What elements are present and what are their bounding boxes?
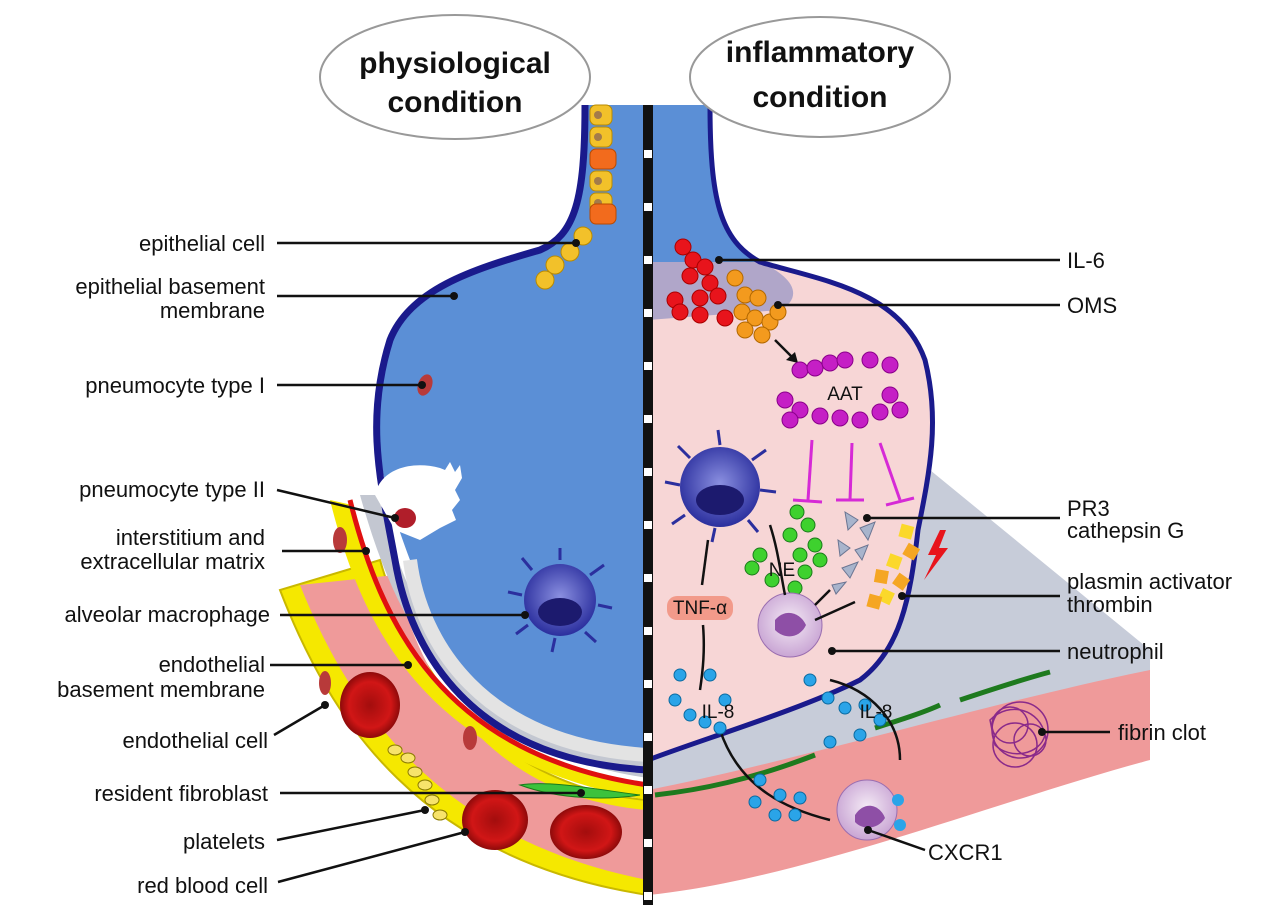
label-cxcr1: CXCR1 <box>864 826 1003 865</box>
label-resident-fibroblast: resident fibroblast <box>94 781 585 806</box>
alveolar-macrophage-cell <box>507 548 613 653</box>
ne-label: NE <box>769 560 795 581</box>
label-endothelial-basement-membrane: endothelial basement membrane <box>57 652 412 702</box>
label-oms: OMS <box>774 293 1117 318</box>
rbc-3 <box>550 805 622 859</box>
aat-inhibition-lines <box>792 439 915 507</box>
platelets-cluster <box>387 744 448 821</box>
left-vessel-lumen <box>300 575 648 880</box>
epithelial-cells <box>535 104 617 290</box>
tnf-alpha-badge <box>667 596 733 620</box>
il-6-molecules <box>666 238 734 327</box>
fibrin-clot-tangle <box>989 701 1049 768</box>
label-endothelial-cell: endothelial cell <box>122 701 329 753</box>
left-labels: epithelial cell epithelial basement memb… <box>57 231 585 898</box>
left-epithelial-basement-line <box>373 104 649 774</box>
svg-text:platelets: platelets <box>183 829 265 854</box>
label-il-6: IL-6 <box>715 248 1105 273</box>
svg-text:CXCR1: CXCR1 <box>928 840 1003 865</box>
plasmin-thrombin-molecules <box>866 523 921 610</box>
svg-text:resident fibroblast: resident fibroblast <box>94 781 268 806</box>
svg-text:fibrin clot: fibrin clot <box>1118 720 1206 745</box>
left-vessel-inner-endothelium <box>330 500 648 800</box>
rbc-1 <box>340 672 400 738</box>
rbc-2 <box>462 790 528 850</box>
label-epithelial-basement-membrane: epithelial basement membrane <box>75 274 458 323</box>
svg-text:basement membrane: basement membrane <box>57 677 265 702</box>
svg-text:endothelial: endothelial <box>159 652 265 677</box>
svg-text:membrane: membrane <box>160 298 265 323</box>
label-epithelial-cell: epithelial cell <box>139 231 580 256</box>
right-epithelial-basement-line <box>647 104 936 763</box>
svg-text:red blood cell: red blood cell <box>137 873 268 898</box>
right-labels: IL-6 OMS PR3 cathepsin G plasmin activat… <box>715 248 1232 865</box>
svg-text:thrombin: thrombin <box>1067 592 1153 617</box>
title-inflammatory: inflammatory condition <box>689 16 951 138</box>
physiological-half <box>278 104 649 897</box>
aat-label: AAT <box>827 384 863 405</box>
label-plasmin-activator-thrombin: plasmin activator thrombin <box>898 569 1232 617</box>
il-8-molecules <box>668 668 887 822</box>
label-fibrin-clot: fibrin clot <box>1038 720 1206 745</box>
il-8-label-left: IL-8 <box>702 702 735 723</box>
label-pr3-cathepsin-g: PR3 cathepsin G <box>863 496 1184 543</box>
pr3-cathepsin-g-molecules <box>831 510 876 595</box>
label-interstitium: interstitium and extracellular matrix <box>80 525 370 574</box>
svg-text:epithelial basement: epithelial basement <box>75 274 265 299</box>
left-interstitium <box>360 495 648 778</box>
svg-text:inflammatory: inflammatory <box>726 36 915 69</box>
label-neutrophil: neutrophil <box>828 639 1164 664</box>
vessel-neutrophil-cell <box>836 779 906 841</box>
label-red-blood-cell: red blood cell <box>137 828 469 898</box>
svg-text:extracellular matrix: extracellular matrix <box>80 549 265 574</box>
svg-text:OMS: OMS <box>1067 293 1117 318</box>
inflammatory-half: AAT NE <box>647 104 1150 895</box>
svg-text:pneumocyte type II: pneumocyte type II <box>79 477 265 502</box>
title-physiological: physiological condition <box>319 14 591 140</box>
svg-text:PR3: PR3 <box>1067 496 1110 521</box>
right-vessel-lumen <box>648 670 1150 895</box>
svg-text:condition: condition <box>388 86 523 119</box>
tnf-alpha-label: TNF-α <box>673 598 727 619</box>
svg-text:cathepsin G: cathepsin G <box>1067 518 1184 543</box>
lightning-icon <box>924 530 948 580</box>
aat-molecules <box>776 351 909 429</box>
svg-text:pneumocyte type I: pneumocyte type I <box>85 373 265 398</box>
svg-text:interstitium and: interstitium and <box>116 525 265 550</box>
oms-molecules <box>726 269 787 344</box>
svg-text:IL-6: IL-6 <box>1067 248 1105 273</box>
svg-text:plasmin activator: plasmin activator <box>1067 569 1232 594</box>
ne-molecules <box>744 504 828 596</box>
label-platelets: platelets <box>183 806 429 854</box>
svg-text:endothelial cell: endothelial cell <box>122 728 268 753</box>
left-alveolar-lining <box>403 559 649 762</box>
neutrophil-cell <box>757 592 823 658</box>
label-pneumocyte-type-2: pneumocyte type II <box>79 477 399 522</box>
svg-text:condition: condition <box>753 81 888 114</box>
svg-text:alveolar macrophage: alveolar macrophage <box>65 602 270 627</box>
label-pneumocyte-type-1: pneumocyte type I <box>85 373 426 398</box>
svg-text:epithelial cell: epithelial cell <box>139 231 265 256</box>
activated-macrophage-cell <box>664 429 777 543</box>
il-8-label-right: IL-8 <box>860 702 893 723</box>
svg-text:physiological: physiological <box>359 47 551 80</box>
label-alveolar-macrophage: alveolar macrophage <box>65 602 529 627</box>
svg-text:neutrophil: neutrophil <box>1067 639 1164 664</box>
